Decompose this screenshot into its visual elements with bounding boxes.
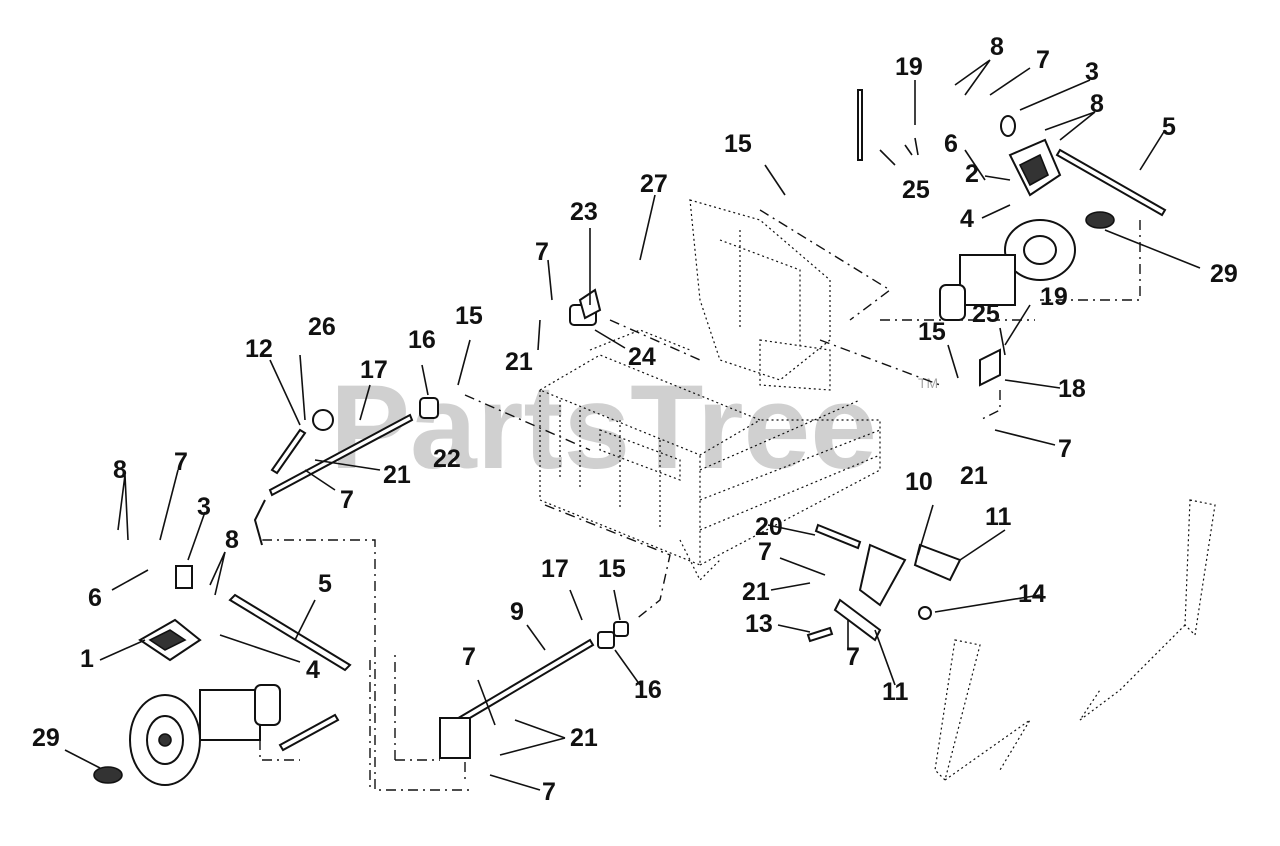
callout-11: 11 — [882, 678, 909, 706]
callout-24: 24 — [628, 343, 656, 371]
callout-15: 15 — [918, 318, 946, 346]
callout-21: 21 — [383, 461, 411, 489]
callout-6: 6 — [944, 130, 958, 158]
callout-7: 7 — [340, 486, 354, 514]
callout-15: 15 — [455, 302, 483, 330]
callout-19: 19 — [895, 53, 923, 81]
callout-17: 17 — [541, 555, 569, 583]
tractor-frame — [538, 199, 881, 582]
watermark: PartsTree — [330, 360, 877, 494]
callout-15: 15 — [724, 130, 752, 158]
watermark-trademark: TM — [918, 375, 938, 391]
callout-15: 15 — [598, 555, 626, 583]
callout-4: 4 — [306, 656, 320, 684]
callout-8: 8 — [990, 33, 1004, 61]
callout-7: 7 — [1058, 435, 1072, 463]
callout-27: 27 — [640, 170, 668, 198]
callout-13: 13 — [745, 610, 773, 638]
callout-9: 9 — [510, 598, 524, 626]
callout-8: 8 — [113, 456, 127, 484]
callout-3: 3 — [197, 493, 211, 521]
callout-2: 2 — [965, 160, 979, 188]
callout-17: 17 — [360, 356, 388, 384]
callout-22: 22 — [433, 445, 461, 473]
callout-3: 3 — [1085, 58, 1099, 86]
callout-20: 20 — [755, 513, 783, 541]
assembly-lines — [259, 209, 1141, 791]
callout-10: 10 — [905, 468, 933, 496]
callout-7: 7 — [758, 538, 772, 566]
callout-6: 6 — [88, 584, 102, 612]
pedal-linkage — [806, 499, 1216, 782]
callout-21: 21 — [570, 724, 598, 752]
callout-12: 12 — [245, 335, 273, 363]
callout-21: 21 — [960, 462, 988, 490]
callout-29: 29 — [32, 724, 60, 752]
callout-labels: 8 7 3 19 8 6 5 15 25 2 4 27 23 29 7 19 2… — [32, 33, 1238, 806]
callout-7: 7 — [462, 643, 476, 671]
callout-19: 19 — [1040, 283, 1068, 311]
callout-7: 7 — [846, 643, 860, 671]
callout-7: 7 — [535, 238, 549, 266]
left-lift-assembly — [93, 565, 352, 786]
callout-7: 7 — [174, 448, 188, 476]
callout-29: 29 — [1210, 260, 1238, 288]
callout-26: 26 — [308, 313, 336, 341]
leader-lines — [64, 59, 1201, 791]
callout-4: 4 — [960, 205, 974, 233]
callout-18: 18 — [1058, 375, 1086, 403]
callout-16: 16 — [408, 326, 436, 354]
lift-lever-rods — [253, 288, 629, 759]
callout-23: 23 — [570, 198, 598, 226]
callout-16: 16 — [634, 676, 662, 704]
callout-5: 5 — [1162, 113, 1176, 141]
callout-8: 8 — [1090, 90, 1104, 118]
callout-21: 21 — [742, 578, 770, 606]
callout-7: 7 — [542, 778, 556, 806]
callout-25: 25 — [972, 300, 1000, 328]
callout-21: 21 — [505, 348, 533, 376]
callout-7: 7 — [1036, 46, 1050, 74]
callout-5: 5 — [318, 570, 332, 598]
callout-14: 14 — [1018, 580, 1046, 608]
callout-25: 25 — [902, 176, 930, 204]
callout-11: 11 — [985, 503, 1012, 531]
callout-1: 1 — [80, 645, 94, 673]
callout-8: 8 — [225, 526, 239, 554]
right-lift-assembly — [857, 89, 1167, 387]
